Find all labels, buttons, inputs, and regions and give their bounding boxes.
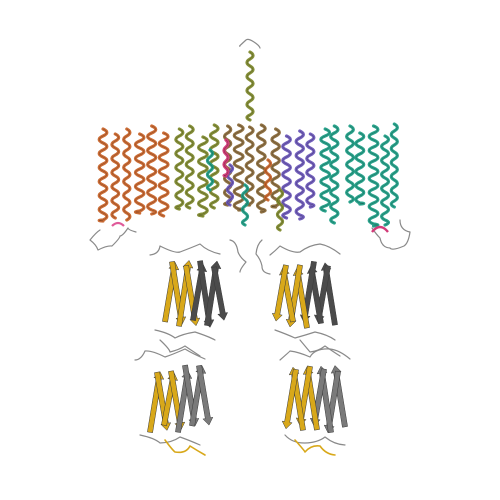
membrane-helix-outline [271, 128, 280, 208]
right-lower-sheet-strand [281, 368, 299, 430]
membrane-helix-outline [368, 125, 379, 227]
inner-helix-outline [207, 149, 213, 191]
right-upper-sheet-loop [269, 243, 341, 256]
membrane-helix [281, 134, 292, 220]
magenta-helix-segment-outline [223, 139, 229, 177]
membrane-helix [380, 134, 391, 227]
upper-connector-loop [255, 239, 271, 275]
left-pink-segment [111, 221, 125, 227]
membrane-helix-outline [282, 135, 291, 219]
beta-sheet-upper-region [149, 239, 341, 341]
beta-sheet-lower-region [134, 339, 351, 456]
membrane-helix [97, 127, 109, 223]
membrane-helix [146, 124, 158, 216]
membrane-helix-outline [111, 133, 119, 219]
membrane-helix [345, 124, 355, 204]
stalk-top-loop [239, 38, 261, 49]
helix-region [97, 38, 399, 232]
inner-helix [205, 148, 215, 192]
inner-helix [225, 163, 235, 207]
membrane-helix [367, 124, 380, 228]
left-upper-sheet-strand [211, 266, 229, 321]
right-bottom-loop [294, 439, 336, 456]
inner-helix-outline [265, 159, 271, 201]
membrane-helix [329, 124, 340, 225]
left-lower-sheet-strand [196, 364, 214, 426]
left-lower-sheet-loop [134, 348, 206, 361]
inner-helix-outline [242, 184, 248, 226]
right-lower-sheet-loop [284, 434, 346, 446]
left-side-loop [89, 227, 137, 251]
membrane-helix [389, 122, 399, 209]
inner-helix [263, 158, 273, 202]
membrane-helix [270, 127, 281, 209]
membrane-helix-outline [135, 133, 145, 214]
central-stalk-helix [245, 50, 255, 122]
membrane-helix [184, 124, 195, 210]
membrane-helix [244, 125, 255, 207]
left-lower-sheet-loop [139, 434, 201, 446]
membrane-helix-outline [391, 123, 398, 208]
membrane-helix [232, 123, 245, 212]
membrane-helix-outline [186, 125, 194, 209]
membrane-helix [294, 129, 305, 221]
membrane-helix [110, 132, 121, 220]
membrane-helix [208, 123, 220, 210]
membrane-helix [305, 132, 316, 209]
membrane-helix [174, 127, 185, 211]
membrane-helix-outline [123, 128, 131, 221]
upper-connector-loop [229, 239, 247, 273]
central-stalk-helix-outline [246, 51, 254, 121]
membrane-helix-outline [381, 135, 389, 226]
membrane-helix [122, 127, 132, 222]
right-side-loop [371, 219, 411, 250]
lower-connector-loop [159, 339, 201, 357]
membrane-helix-outline [234, 124, 244, 211]
membrane-helix-outline [330, 125, 339, 224]
membrane-helix-outline [306, 133, 315, 208]
membrane-helix-outline [198, 136, 208, 217]
inner-helix [240, 183, 250, 227]
inner-helix [275, 188, 285, 232]
membrane-helix [157, 131, 170, 218]
lower-connector-loop [299, 339, 341, 357]
inner-helix-outline [227, 164, 233, 206]
magenta-helix-segment [222, 138, 230, 178]
membrane-helix-outline [346, 125, 354, 203]
left-bottom-loop [164, 439, 206, 456]
membrane-helix-outline [159, 132, 169, 217]
membrane-helix-outline [355, 132, 364, 205]
right-upper-sheet-loop [274, 329, 336, 341]
membrane-helix-outline [295, 130, 304, 220]
membrane-helix [319, 127, 332, 213]
membrane-helix-outline [147, 125, 156, 215]
membrane-helix [354, 131, 366, 206]
membrane-helix-outline [210, 124, 219, 209]
side-loop-region [89, 219, 411, 251]
right-lower-sheet-loop [279, 348, 351, 361]
right-upper-sheet-strand [271, 264, 289, 322]
membrane-helix-outline [175, 128, 184, 210]
membrane-helix-outline [245, 126, 254, 206]
membrane-helix-outline [320, 128, 330, 212]
left-upper-sheet-loop [154, 329, 216, 341]
inner-helix-outline [277, 189, 283, 231]
membrane-helix [133, 132, 146, 215]
left-upper-sheet-loop [149, 243, 221, 256]
membrane-helix-outline [98, 128, 108, 222]
right-pink-segment [371, 225, 389, 233]
membrane-helix [197, 135, 209, 218]
